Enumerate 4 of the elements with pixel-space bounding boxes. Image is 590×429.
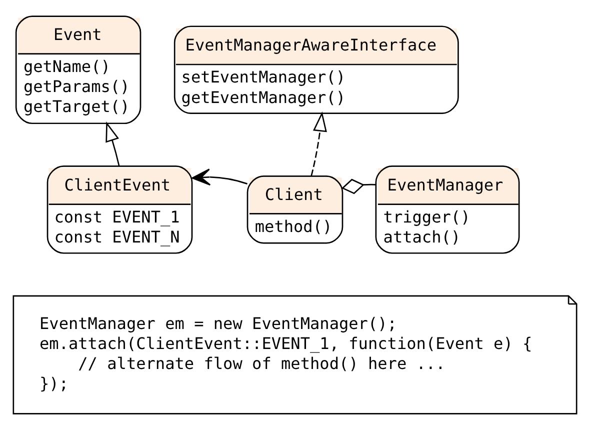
arrow [192, 168, 248, 186]
arrow [310, 110, 327, 176]
arrow [106, 120, 120, 166]
connector [341, 178, 376, 194]
